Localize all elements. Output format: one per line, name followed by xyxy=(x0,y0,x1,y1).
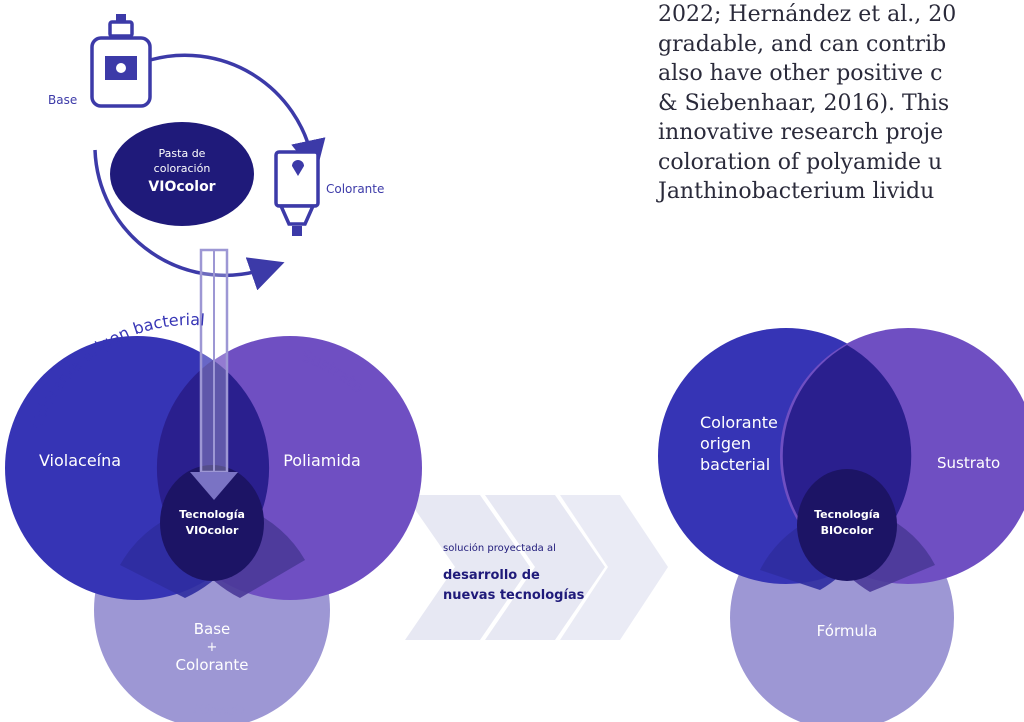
paste-title-line3: VIOcolor xyxy=(148,179,215,195)
tech-viocolor-line2: VIOcolor xyxy=(186,524,239,537)
base-label: Base xyxy=(48,93,77,107)
coloration-cycle: Base Pasta de coloración VIOcolor Colora… xyxy=(48,14,384,291)
violaceina-label: Violaceína xyxy=(39,451,121,470)
down-arrow-head xyxy=(190,472,238,500)
right-colorante-line3: bacterial xyxy=(700,455,770,474)
cycle-arrow-bottom xyxy=(93,149,285,291)
base-plus-line3: Colorante xyxy=(176,656,249,674)
paste-title-line2: coloración xyxy=(154,162,211,175)
transition-caption: solución proyectada al desarrollo de nue… xyxy=(443,542,585,603)
text-line: Janthinobacterium lividu xyxy=(658,179,935,204)
text-line: innovative research proje xyxy=(658,120,944,145)
tech-biocolor-line2: BIOcolor xyxy=(821,524,874,537)
text-line: coloration of polyamide u xyxy=(658,149,943,175)
paste-title-line1: Pasta de xyxy=(159,147,206,160)
right-colorante-line1: Colorante xyxy=(700,413,778,432)
chevron-shape xyxy=(485,495,605,640)
right-formula-label: Fórmula xyxy=(817,622,878,640)
arc-label-formula: Fórmula xyxy=(193,702,247,719)
transition-bold-line1: desarrollo de xyxy=(443,568,540,583)
transition-bold-line2: nuevas tecnologías xyxy=(443,588,585,603)
base-bottle-icon xyxy=(90,14,152,108)
text-line: 2022; Hernández et al., 20 xyxy=(658,2,957,27)
text-line: also have other positive c xyxy=(658,61,943,86)
base-plus-line2: + xyxy=(207,640,218,655)
transition-chevrons xyxy=(405,495,668,640)
transition-small-text: solución proyectada al xyxy=(443,542,556,554)
right-venn-diagram: Colorante origen bacterial Sustrato Tecn… xyxy=(658,328,1024,722)
tech-viocolor-line1: Tecnología xyxy=(179,508,245,521)
left-venn-diagram: Violaceína Poliamida Tecnología VIOcolor… xyxy=(5,248,422,722)
chevron-shape xyxy=(560,495,668,640)
base-plus-line1: Base xyxy=(194,620,231,638)
left-venn-center-overlap xyxy=(160,465,264,581)
tech-biocolor-line1: Tecnología xyxy=(814,508,880,521)
chevron-shape xyxy=(405,495,530,640)
text-line: & Siebenhaar, 2016). This xyxy=(658,90,950,116)
text-line: gradable, and can contrib xyxy=(658,31,947,57)
body-text-excerpt: 2022; Hernández et al., 20 gradable, and… xyxy=(658,0,1024,207)
right-venn-center-overlap xyxy=(797,469,897,581)
colorant-tube-icon xyxy=(274,150,320,236)
arc-label-formula-path: Fórmula xyxy=(193,702,247,719)
colorante-label: Colorante xyxy=(326,182,384,196)
poliamida-label: Poliamida xyxy=(283,451,361,470)
viocolor-paste-ellipse xyxy=(110,122,254,226)
right-sustrato-label: Sustrato xyxy=(937,454,1000,472)
right-colorante-line2: origen xyxy=(700,434,751,453)
cycle-arrow-top xyxy=(149,53,326,176)
